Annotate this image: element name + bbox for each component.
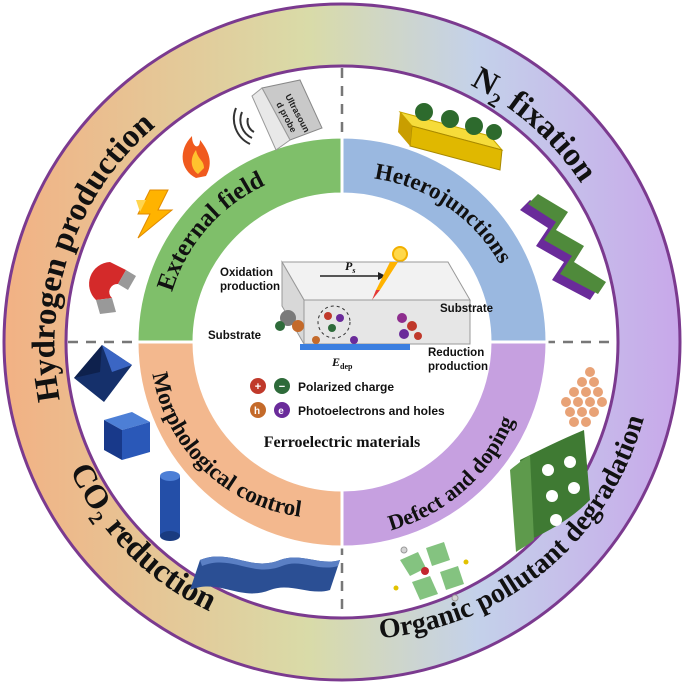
sun-icon xyxy=(392,246,408,262)
label-oxidation-production: production xyxy=(220,281,280,293)
label-reduction-production: production xyxy=(428,361,488,373)
svg-text:+: + xyxy=(255,381,261,393)
pyramid-icon xyxy=(74,345,132,402)
wavy-sheet-icon xyxy=(190,556,340,594)
edep-label: Edep xyxy=(331,355,353,371)
svg-text:−: − xyxy=(279,381,285,393)
magnet-icon xyxy=(89,262,136,314)
porous-sheet-icon xyxy=(510,430,590,552)
ps-label: Ps xyxy=(345,259,355,275)
cube-icon xyxy=(104,412,150,460)
label-substrate-right: Substrate xyxy=(440,303,493,315)
particle-cluster-icon xyxy=(561,367,607,427)
center-schematic: Ps Edep Oxidation production Substrate S… xyxy=(208,246,493,373)
legend-polarized-charge: Polarized charge xyxy=(298,380,394,394)
electron-icon xyxy=(274,402,290,418)
ultrasound-probe-icon: Ultrasoun d probe xyxy=(232,79,323,151)
hole-icon xyxy=(250,402,266,418)
svg-text:e: e xyxy=(278,406,284,417)
svg-text:h: h xyxy=(254,406,260,417)
catalyst-bar-icon xyxy=(398,103,504,171)
legend-photoelectrons-holes: Photoelectrons and holes xyxy=(298,404,445,418)
center-title: Ferroelectric materials xyxy=(264,434,421,451)
flame-icon xyxy=(182,136,210,178)
negative-charge-icon xyxy=(274,378,290,394)
cylinder-icon xyxy=(160,471,180,541)
segment-defect-doping xyxy=(340,340,549,549)
layered-sheet-icon xyxy=(520,194,606,300)
charge-legend: + − Polarized charge h e Photoelectrons … xyxy=(250,378,445,418)
positive-charge-icon xyxy=(250,378,266,394)
label-substrate-left: Substrate xyxy=(208,330,261,342)
label-reduction: Reduction xyxy=(428,347,484,359)
crystal-lattice-icon xyxy=(393,542,469,602)
label-oxidation: Oxidation xyxy=(220,267,273,279)
lightning-icon xyxy=(136,189,174,239)
